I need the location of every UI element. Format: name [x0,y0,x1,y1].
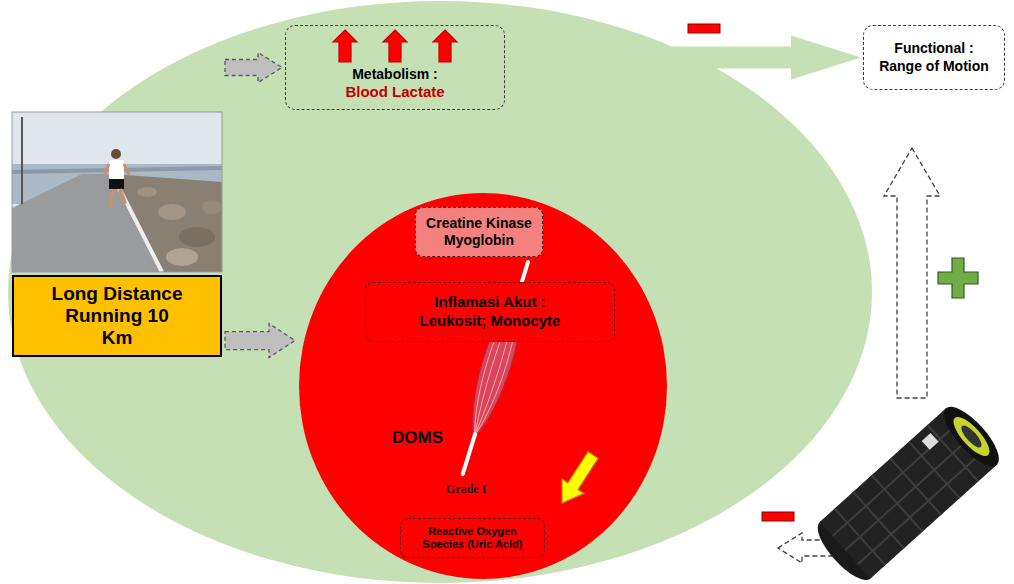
foam-roller-part-part [832,422,958,536]
function-box: Functional :Range of Motion [863,25,1005,90]
activity-node: Long Distance Running 10 Km [12,112,222,357]
condition-label: DOMS [392,428,443,448]
foam-roller-part [948,412,995,461]
inflammation-box: Inflamasi Akut :Leukosit; Monocyte [365,282,615,342]
runner-photo-part [202,200,222,214]
marker-box: Creatine Kinase Myoglobin [415,207,543,257]
node-body: Leukosit; Monocyte [374,312,606,331]
marker-label: Creatine Kinase Myoglobin [424,215,534,249]
foam-roller-part [820,408,997,578]
runner-photo-part [21,117,23,204]
minus-sign [688,24,720,33]
marker-label: Reactive Oxygen Species (Uric Acid) [409,525,536,551]
increase-arrows-part [383,30,407,62]
foam-roller-part-part [858,451,984,565]
plus-sign [938,258,978,298]
runner-photo-part [112,174,222,272]
runner-photo-part [111,149,121,159]
effect-arrow-up [884,148,940,398]
metric-label: Blood Lactate [294,83,496,101]
foam-roller [809,399,1007,584]
label-box: Long Distance Running 10 Km [12,275,222,357]
runner-photo-part [109,179,124,189]
doms-circle: DOMS Grade I Creatine Kinase MyoglobinInfl… [298,192,668,580]
runner-photo-part [179,227,215,247]
runner-photo-part [137,187,157,197]
context-ellipse [8,1,872,583]
runner-photo-part [12,112,222,272]
pointer-arrow [562,452,598,503]
marker-box: Reactive Oxygen Species (Uric Acid) [400,518,545,558]
minus-sign [762,512,794,521]
runner-photo-part [12,112,222,272]
node-body: Range of Motion [870,58,998,76]
runner-photo-part [109,160,124,180]
runner-photo-part [158,204,186,220]
foam-roller-part-part [845,436,971,550]
increase-arrows [333,30,457,62]
runner-photo [12,112,222,272]
foam-roller-part [958,423,984,450]
runner-photo-part [166,248,198,266]
runner-photo-part [104,164,109,176]
runner-photo-part [120,189,125,204]
metabolism-box: Metabolism :Blood Lactate [285,25,505,110]
runner-photo-part [124,164,129,175]
foam-roller-part [936,399,1008,474]
circle-fill [299,193,667,579]
node-heading: Inflamasi Akut : [374,293,606,312]
muscle-fiber-part [463,434,475,474]
grade-label: Grade I [446,482,486,497]
node-heading: Metabolism : [294,66,496,83]
runner-photo-part [110,189,113,208]
node-heading: Functional : [870,40,998,58]
flow-arrow [225,324,295,358]
flow-arrow [225,53,282,83]
node-label: Long Distance Running 10 Km [51,283,183,349]
flow-arrow [507,36,861,80]
increase-arrows-part [433,30,457,62]
foam-roller-part [922,433,939,450]
increase-arrows-part [333,30,357,62]
foam-roller-part [820,408,997,578]
